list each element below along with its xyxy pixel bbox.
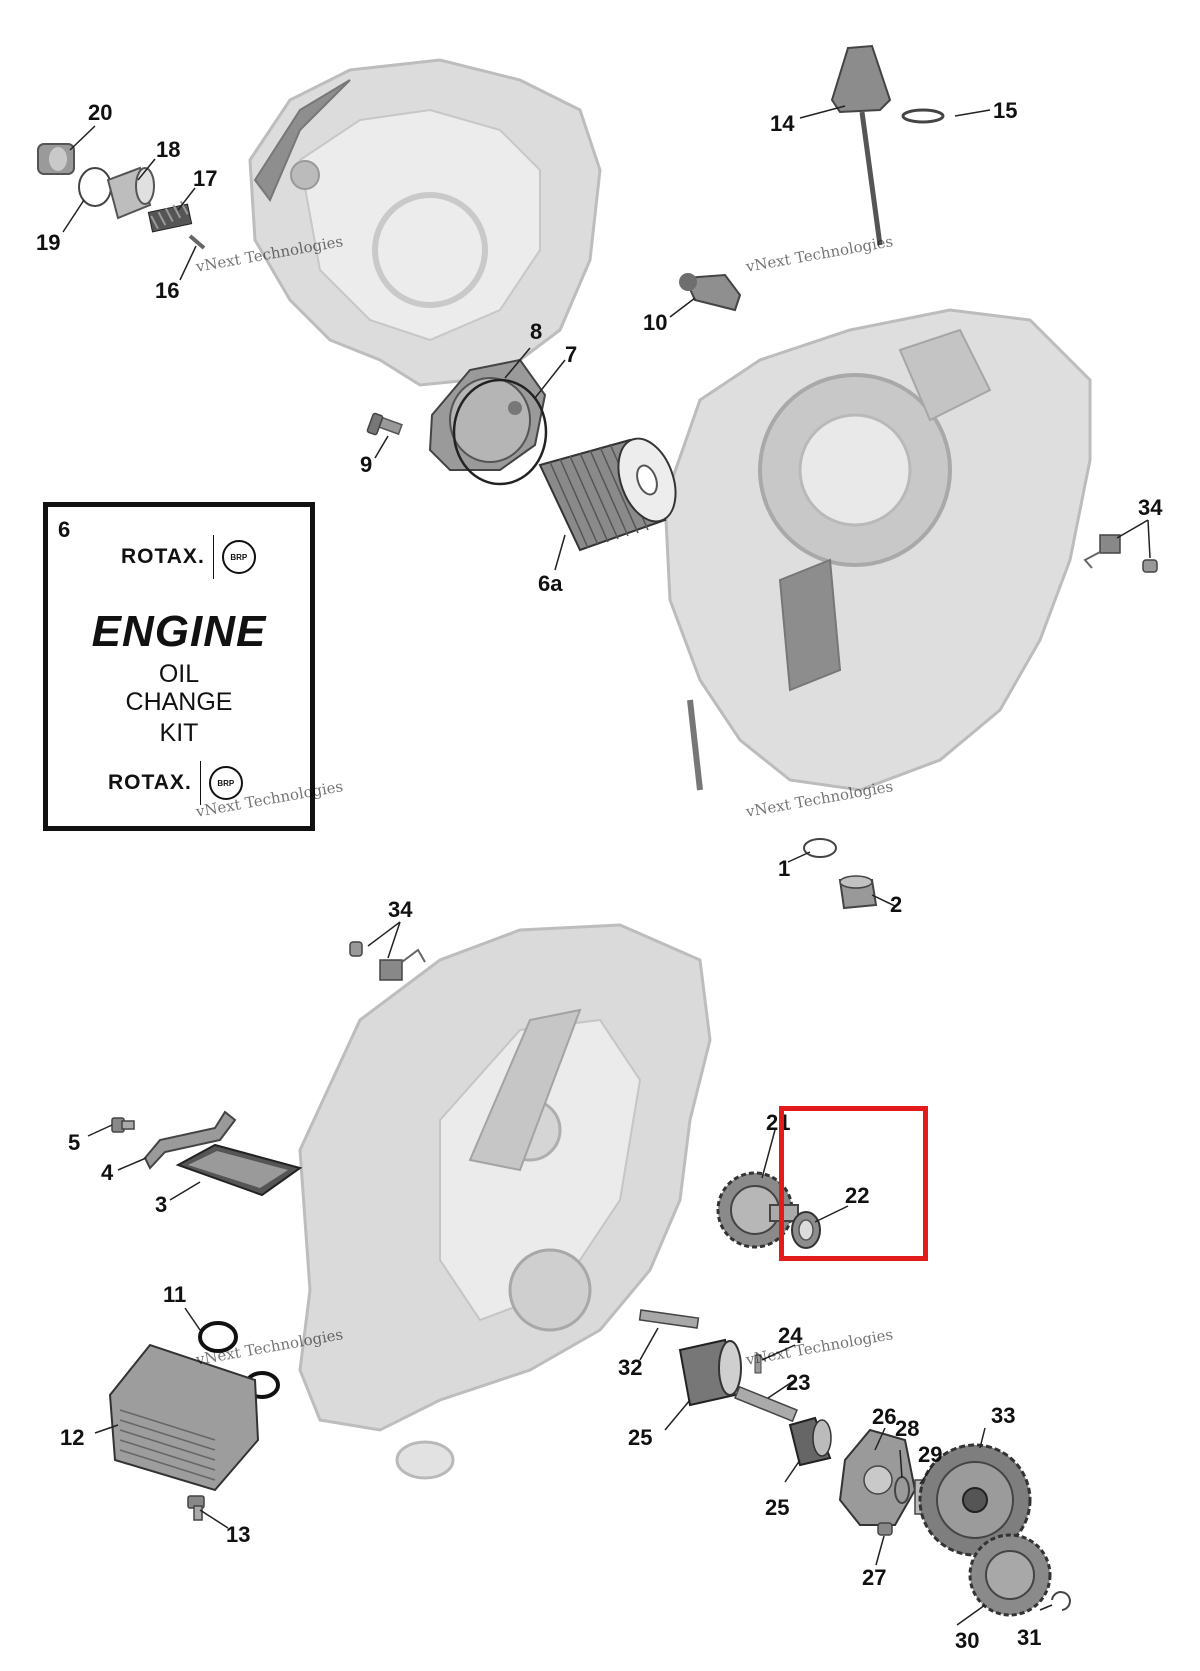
part-9-bolt [366, 412, 403, 436]
rotax-logo-bottom: ROTAX. [108, 771, 192, 794]
oil-change-kit-box: 6 ROTAX. BRP ENGINE OIL CHANGE KIT ROTAX… [43, 502, 315, 831]
part-33-drive-gear [918, 1443, 1032, 1557]
part-26-pump-cover [838, 1428, 917, 1526]
label-24: 24 [778, 1323, 803, 1348]
label-19: 19 [36, 230, 60, 255]
label-13: 13 [226, 1522, 250, 1547]
part-17-spring [147, 200, 193, 233]
part-5-bolt [111, 1117, 135, 1133]
part-32-shaft [638, 1309, 700, 1329]
part-25-outer-rotor [678, 1338, 742, 1407]
crankcase-half-left [298, 923, 712, 1480]
label-30: 30 [955, 1628, 979, 1653]
part-21-pump-gear-shaft [716, 1171, 799, 1249]
part-34-sensor-upper [1083, 534, 1158, 573]
label-11: 11 [163, 1282, 186, 1307]
part-2-drain-plug [838, 875, 878, 910]
part-8-filter-cover [428, 358, 547, 471]
part-1-washer [803, 838, 837, 858]
label-33: 33 [991, 1403, 1015, 1428]
label-12: 12 [60, 1425, 84, 1450]
label-15: 15 [993, 98, 1017, 123]
brp-logo-icon: BRP [221, 540, 256, 574]
part-30-driven-gear [968, 1533, 1052, 1617]
label-16: 16 [155, 278, 179, 303]
label-6a: 6a [538, 571, 563, 596]
label-29: 29 [918, 1442, 942, 1467]
label-17: 17 [193, 166, 217, 191]
part-20-plug [37, 143, 75, 175]
part-18-valve-piston [106, 166, 155, 220]
kit-brand-row-top: ROTAX. BRP [121, 535, 256, 579]
label-27: 27 [862, 1565, 886, 1590]
label-34-lower: 34 [388, 897, 413, 922]
label-5: 5 [68, 1130, 80, 1155]
part-10-fitting [679, 273, 742, 312]
label-8: 8 [530, 319, 542, 344]
part-4-bracket [143, 1110, 237, 1170]
label-23: 23 [786, 1370, 810, 1395]
label-2: 2 [890, 892, 902, 917]
label-3: 3 [155, 1192, 167, 1217]
label-20: 20 [88, 100, 112, 125]
label-25-inner: 25 [765, 1495, 789, 1520]
kit-brand-row-bottom: ROTAX. BRP [108, 761, 243, 805]
part-14-dipstick [830, 44, 892, 246]
part-25-inner-rotor [788, 1416, 832, 1467]
label-1: 1 [778, 856, 790, 881]
part-12-oil-cooler [108, 1343, 260, 1492]
label-28: 28 [895, 1416, 919, 1441]
crankcase-cover-upper [248, 58, 602, 387]
label-32: 32 [618, 1355, 642, 1380]
part-7-o-ring [452, 378, 548, 486]
part-22-seal [791, 1211, 821, 1249]
label-10: 10 [643, 310, 667, 335]
leader-lines [62, 105, 1151, 1626]
part-15-o-ring [901, 108, 945, 124]
highlight-box-part-22 [779, 1106, 928, 1261]
part-13-bolt [187, 1495, 205, 1521]
label-34-upper: 34 [1138, 495, 1163, 520]
part-31-circlip [1051, 1591, 1071, 1611]
divider [199, 761, 201, 805]
rotax-logo-top: ROTAX. [121, 545, 205, 568]
part-34-sensor-lower [349, 941, 426, 981]
part-number-labels: 20 19 18 17 16 14 15 10 8 7 9 6a 34 1 2 … [36, 98, 1163, 1653]
part-24-pin [754, 1354, 762, 1374]
kit-line-kit: KIT [159, 719, 199, 747]
kit-title: ENGINE [91, 607, 267, 656]
part-3-oil-screen [175, 1143, 303, 1197]
part-16-pin [188, 234, 206, 250]
crankcase-half-right [663, 308, 1092, 792]
label-9: 9 [360, 452, 372, 477]
part-6a-oil-filter [538, 437, 677, 552]
label-18: 18 [156, 137, 180, 162]
label-31: 31 [1017, 1625, 1041, 1650]
label-4: 4 [101, 1160, 114, 1185]
label-22: 22 [845, 1183, 869, 1208]
label-25-outer: 25 [628, 1425, 652, 1450]
brp-logo-icon: BRP [208, 766, 243, 800]
label-26: 26 [872, 1404, 896, 1429]
label-21: 21 [766, 1110, 790, 1135]
kit-line-oil: OIL [158, 660, 200, 688]
part-27-screw [877, 1522, 893, 1536]
label-7: 7 [565, 342, 577, 367]
kit-line-change: CHANGE [125, 688, 233, 716]
label-14: 14 [770, 111, 795, 136]
part-23-shaft [734, 1385, 798, 1423]
divider [212, 535, 214, 579]
kit-part-number: 6 [58, 517, 71, 542]
